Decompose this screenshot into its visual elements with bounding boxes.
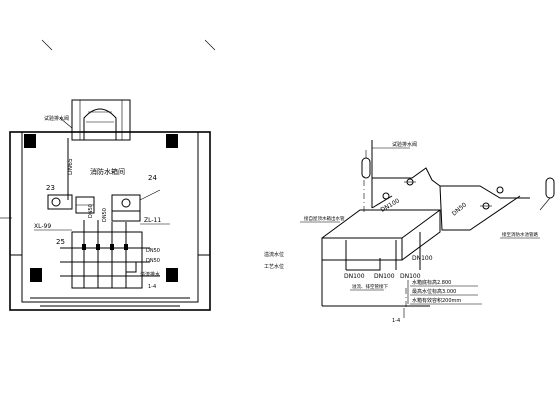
pipe-manifold-frame [71, 231, 143, 289]
pipe-label-dn50: DN50 [146, 258, 160, 264]
iso-pipe-label: DN100 [380, 197, 401, 213]
plan-view: 试验排水阀 DN65 消防水箱间 23 24 25 DN50 DN50 XL-9… [0, 39, 216, 311]
axis-label: 1-4 [148, 284, 156, 290]
column-block [166, 134, 178, 148]
iso-view: 试验排水阀 DN100 DN50 DN100 DN100 DN100 DN100… [264, 140, 555, 324]
tank-edge [401, 209, 441, 239]
pressure-vessel [361, 157, 371, 179]
legend-text: 工艺水位 [264, 263, 284, 270]
pump-impeller [51, 197, 61, 207]
iso-note: 溢流、排空管接下 [352, 283, 388, 290]
iso-diagonal-pipe [439, 185, 521, 231]
elevation-note: 水箱有效容积200mm [412, 297, 461, 304]
iso-pipe-label: DN100 [412, 255, 433, 262]
column-block [30, 268, 42, 282]
valve-symbol [82, 244, 86, 250]
pump-unit-right [111, 194, 141, 212]
legend-text: 溢流水位 [264, 251, 284, 258]
iso-pipe-label: DN100 [400, 273, 421, 280]
hatch-stair [83, 108, 117, 140]
vessel-pipe [539, 197, 551, 211]
pipe-label-dn50: DN50 [88, 204, 94, 218]
iso-note: 接至消防水池管路 [502, 231, 538, 238]
axis-tick [204, 39, 216, 51]
riser-label-left: XL-99 [34, 223, 51, 230]
iso-top-pipe [372, 167, 441, 187]
pipe-label-dn50: DN50 [146, 248, 160, 254]
pump-symbol [496, 186, 504, 194]
equipment-number: 23 [46, 184, 55, 192]
riser-label-right: ZL-11 [144, 217, 161, 224]
pump-symbol [382, 192, 390, 200]
valve-note: 试验排水阀 [44, 115, 69, 122]
column-block [24, 134, 36, 148]
plan-inner-wall [21, 131, 199, 303]
pump-impeller [121, 198, 131, 208]
room-label: 消防水箱间 [90, 167, 125, 176]
plan-outer-wall [9, 131, 211, 311]
iso-note: 试验排水阀 [392, 141, 417, 148]
tank-pipe [346, 258, 381, 271]
axis-label: 1-4 [392, 318, 400, 324]
elevation-note: 水箱底标高2.800 [412, 279, 451, 286]
iso-pipe-label: DN100 [344, 273, 365, 280]
pump-base [111, 210, 141, 222]
pressure-vessel [545, 177, 555, 199]
iso-pipe-label: DN100 [374, 273, 395, 280]
drain-box [125, 261, 137, 273]
column-block [166, 268, 178, 282]
pipe-label-dn50: DN50 [102, 208, 108, 222]
axis-tick [41, 39, 53, 51]
leader-line [59, 117, 73, 129]
pump-unit-left [47, 194, 73, 210]
elevation-note: 最高水位标高3.000 [412, 288, 456, 295]
iso-right-pipe [440, 185, 530, 199]
valve-symbol [110, 244, 114, 250]
valve-symbol [96, 244, 100, 250]
drain-note: 溢流排水 [140, 271, 160, 278]
iso-pipe-label: DN50 [451, 201, 468, 217]
roof-hatch [71, 99, 131, 141]
iso-note: 接自屋顶水箱出水管 [304, 215, 345, 222]
leader-line [139, 189, 161, 201]
equipment-number: 25 [56, 238, 65, 246]
valve-symbol [124, 244, 128, 250]
equipment-number: 24 [148, 174, 157, 182]
pipe-label-dn65: DN65 [67, 158, 74, 175]
